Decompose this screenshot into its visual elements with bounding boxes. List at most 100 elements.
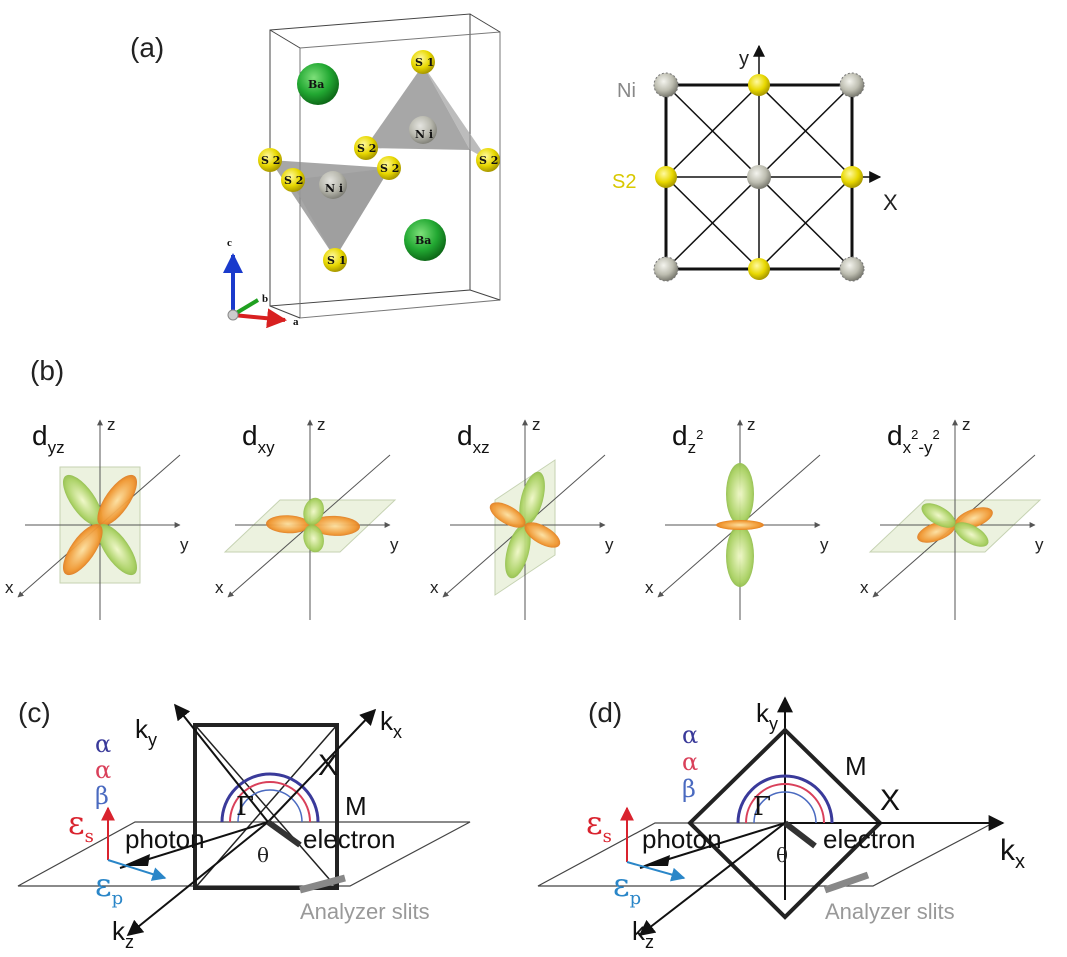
d-electron-label: electron	[823, 824, 916, 854]
plane-atoms	[653, 72, 865, 282]
s2-atom-e	[377, 156, 401, 180]
s2-atom-d	[281, 168, 305, 192]
s2-right	[841, 166, 863, 188]
c-kz-label: kz	[112, 916, 134, 952]
s2-bottom	[748, 258, 770, 280]
d-x-label: X	[880, 784, 900, 817]
c-analyzer-label: Analyzer slits	[300, 899, 430, 924]
orbital-label-z2: dz2	[672, 420, 703, 457]
s1-label-top: S 1	[415, 56, 434, 69]
d-ky-label: ky	[756, 698, 778, 734]
ba-atom-bottom	[404, 219, 446, 261]
c-eps-p-label: εp	[95, 866, 123, 909]
orbital-lobes	[266, 497, 360, 553]
d-analyzer-label: Analyzer slits	[825, 899, 955, 924]
crystal-axes-triad	[223, 253, 287, 329]
c-eps-s-label: εs	[68, 804, 94, 847]
orbital-label-yz: dyz	[32, 420, 65, 457]
ni-label-upper: N i	[415, 128, 433, 141]
c-kx-label: kx	[380, 706, 402, 742]
ni-atom-lower	[319, 171, 347, 199]
z-axis-label: z	[317, 415, 326, 434]
ni-corner-br	[839, 256, 865, 282]
d-eps-p-label: εp	[613, 866, 641, 909]
s2-legend-label: S2	[612, 171, 636, 193]
ni-center	[747, 165, 771, 189]
axis-label-b: b	[262, 293, 268, 305]
d-beta-label: β	[682, 775, 696, 803]
z-axis-label: z	[747, 415, 756, 434]
x-axis-label: x	[5, 578, 14, 597]
arpes-geometry-d	[537, 696, 1005, 936]
c-beta-label: β	[95, 782, 109, 810]
x-axis-label: x	[430, 578, 439, 597]
panel-label-b: (b)	[30, 355, 64, 386]
s2-atom-b	[354, 136, 378, 160]
orbital-lobes	[489, 471, 561, 579]
orbital-panel-yz: dyz z y x	[5, 415, 189, 620]
s1-label-bottom: S 1	[327, 254, 346, 267]
panel-label-a: (a)	[130, 32, 164, 63]
z-axis-label: z	[107, 415, 116, 434]
c-m-label: M	[345, 791, 367, 821]
s2-label-b: S 2	[357, 142, 376, 155]
c-alpha1-label: α	[95, 730, 111, 758]
ba-label-bottom: Ba	[415, 234, 431, 247]
plane-x-label: X	[883, 190, 898, 215]
ni-corner-bl	[653, 256, 679, 282]
d-alpha2-label: α	[682, 748, 698, 776]
c-ky-label: ky	[135, 714, 157, 750]
c-x-label: X	[318, 749, 338, 782]
x-axis-label: x	[645, 578, 654, 597]
ni-atom-upper	[409, 116, 437, 144]
ni-legend-label: Ni	[617, 80, 636, 102]
s2-left	[655, 166, 677, 188]
ba-atom-top	[297, 63, 339, 105]
d-alpha1-label: α	[682, 721, 698, 749]
y-axis-label: y	[605, 535, 614, 554]
orbital-panel-z2: dz2 z y x	[645, 415, 829, 620]
s2-atom-a	[258, 148, 282, 172]
y-axis-label: y	[180, 535, 189, 554]
y-axis-label: y	[1035, 535, 1044, 554]
s1-atom-bottom	[323, 248, 347, 272]
ni-label-lower: N i	[325, 182, 343, 195]
ba-label-top: Ba	[308, 78, 324, 91]
x-axis-label: x	[215, 578, 224, 597]
panel-label-d: (d)	[588, 697, 622, 728]
orbital-label-x2y2: dx2-y2	[887, 420, 940, 457]
axis-label-c: c	[227, 237, 232, 249]
axis-label-a: a	[293, 316, 299, 328]
c-electron-label: electron	[303, 824, 396, 854]
s2-atom-c	[476, 148, 500, 172]
x-axis-label: x	[860, 578, 869, 597]
d-theta-label: θ	[776, 843, 788, 867]
ni-corner-tr	[839, 72, 865, 98]
panel-label-c: (c)	[18, 697, 51, 728]
s2-label-c: S 2	[479, 154, 498, 167]
s1-atom-top	[411, 50, 435, 74]
d-m-label: M	[845, 751, 867, 781]
sulfur-atoms	[258, 50, 500, 272]
c-photon-label: photon	[125, 824, 205, 854]
s2-label-d: S 2	[284, 174, 303, 187]
s2-label-e: S 2	[380, 162, 399, 175]
plane-y-label: y	[739, 48, 749, 70]
d-kx-label: kx	[1000, 834, 1025, 873]
z-axis-label: z	[962, 415, 971, 434]
c-theta-label: θ	[257, 843, 269, 867]
y-axis-label: y	[820, 535, 829, 554]
y-axis-label: y	[390, 535, 399, 554]
orbital-lobes	[917, 503, 993, 547]
s2-label-a: S 2	[261, 154, 280, 167]
d-kz-label: kz	[632, 916, 654, 952]
d-photon-label: photon	[642, 824, 722, 854]
z-axis-label: z	[532, 415, 541, 434]
s2-top	[748, 74, 770, 96]
orbital-lobes	[62, 474, 138, 576]
c-alpha2-label: α	[95, 756, 111, 784]
c-gamma-label: Γ	[236, 792, 254, 822]
orbital-lobes	[716, 463, 764, 587]
